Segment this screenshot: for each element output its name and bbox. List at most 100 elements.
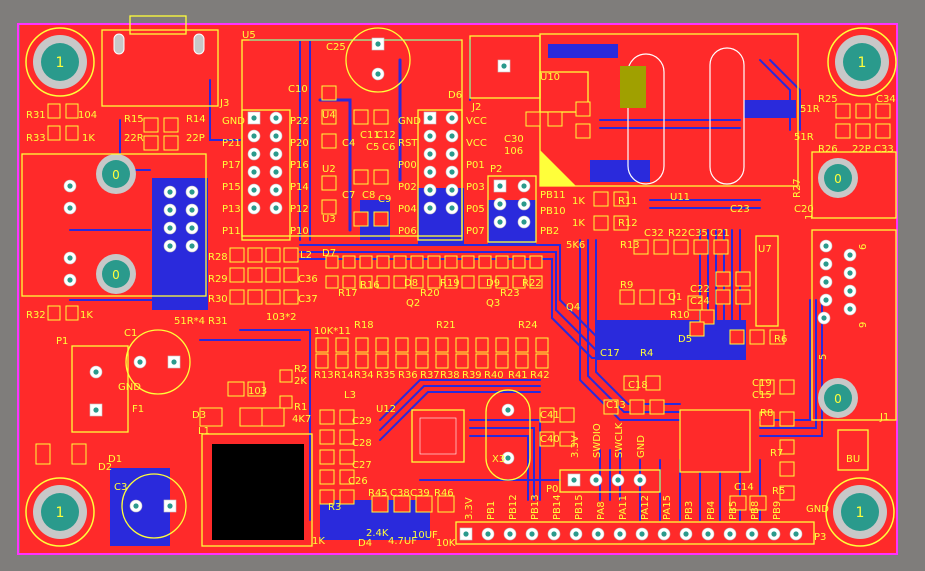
pin-drill <box>771 531 777 537</box>
label-r32: R32 <box>26 310 46 321</box>
label-pb13: PB13 <box>530 494 541 520</box>
label-c23: C23 <box>730 204 750 215</box>
label-r36: R36 <box>398 370 418 381</box>
smd-pad <box>715 271 731 287</box>
label-r1: R1 <box>294 402 307 413</box>
hole-label: 0 <box>112 268 120 282</box>
smd-pad <box>163 135 179 151</box>
pin-drill <box>67 205 73 211</box>
db9-hole-top: 0 <box>818 158 858 198</box>
pin-drill <box>661 531 667 537</box>
smd-pad <box>321 199 337 215</box>
label-c20: C20 <box>794 204 814 215</box>
smd-pad <box>353 109 369 125</box>
smd-pad <box>478 275 492 289</box>
smd-pad <box>325 255 339 269</box>
label-u12: U12 <box>376 404 396 415</box>
label-r24: R24 <box>518 320 538 331</box>
label-r39: R39 <box>462 370 482 381</box>
smd-pad <box>525 111 541 127</box>
label-r45: R45 <box>368 488 388 499</box>
smd-pad <box>410 255 424 269</box>
smd-pad <box>353 169 369 185</box>
pin-headers <box>63 37 857 541</box>
label-r12: R12 <box>618 218 638 229</box>
smd-pad <box>535 353 549 369</box>
smd-pad <box>283 267 299 283</box>
smd-pad <box>279 369 293 383</box>
label-d5: D5 <box>678 334 692 345</box>
label-c41: C41 <box>540 410 560 421</box>
label-j2: J2 <box>471 102 481 113</box>
label-p20: P20 <box>290 138 309 149</box>
smd-pad <box>247 247 263 263</box>
smd-pad <box>515 353 529 369</box>
label-pa8: PA8 <box>596 501 607 520</box>
smd-pad <box>515 337 529 353</box>
hole-label: 1 <box>858 55 867 71</box>
pin-drill <box>497 201 503 207</box>
smd-pad <box>393 275 407 289</box>
smd-pad <box>759 411 775 427</box>
label-r21: R21 <box>436 320 456 331</box>
label-10uf: 10UF <box>412 530 438 541</box>
label-r19: R19 <box>440 278 460 289</box>
smd-pad <box>415 353 429 369</box>
pin-drill <box>823 279 829 285</box>
label-p1: P1 <box>56 336 68 347</box>
label-r35: R35 <box>376 370 396 381</box>
smd-pad <box>319 469 335 485</box>
smd-pad <box>339 489 355 505</box>
label-q3: Q3 <box>486 298 500 309</box>
pin-drill <box>497 183 503 189</box>
smd-pad <box>645 375 661 391</box>
label-r7: R7 <box>770 448 783 459</box>
label-gnd-u5: GND <box>222 116 245 127</box>
label-p00: P00 <box>398 160 417 171</box>
pin-drill <box>167 189 173 195</box>
pin-drill <box>251 151 257 157</box>
pin-drill <box>171 359 177 365</box>
smd-pad <box>315 337 329 353</box>
label-r3: R3 <box>328 502 341 513</box>
pin-drill <box>189 189 195 195</box>
smd-pad <box>229 247 245 263</box>
label-r23: R23 <box>500 288 520 299</box>
silkscreen-outlines <box>21 15 897 547</box>
smd-pad <box>715 289 731 305</box>
label-d2: D2 <box>98 462 112 473</box>
pin-drill <box>637 477 643 483</box>
hole-label: 0 <box>112 168 120 182</box>
smd-pad <box>279 395 293 409</box>
smd-pad <box>779 411 795 427</box>
pin-drill <box>485 531 491 537</box>
rj-hole-top: 0 <box>96 154 136 194</box>
label-pb8: PB8 <box>750 501 761 520</box>
smd-pad <box>659 289 675 305</box>
board-outline <box>17 23 898 555</box>
smd-pad <box>855 103 871 119</box>
smd-pad <box>779 439 795 455</box>
smd-pad <box>375 337 389 353</box>
smd-pad <box>325 275 339 289</box>
smd-pad <box>779 461 795 477</box>
label-c27: C27 <box>352 460 372 471</box>
label-c32: C32 <box>644 228 664 239</box>
smd-pad <box>373 211 389 227</box>
pin-drill <box>615 477 621 483</box>
label-pb9: PB9 <box>772 501 783 520</box>
label-pb15: PB15 <box>574 494 585 520</box>
label-c37: C37 <box>298 294 318 305</box>
pin-drill <box>497 219 503 225</box>
smd-pad <box>265 289 281 305</box>
label-c13: C13 <box>606 400 626 411</box>
label-pb3: PB3 <box>684 501 695 520</box>
smd-pad <box>359 255 373 269</box>
label-pb12: PB12 <box>508 494 519 520</box>
smd-pad <box>65 305 79 321</box>
pin-drill <box>617 531 623 537</box>
label-p15: P15 <box>222 182 241 193</box>
pin-drill <box>639 531 645 537</box>
smd-pad <box>713 239 729 255</box>
